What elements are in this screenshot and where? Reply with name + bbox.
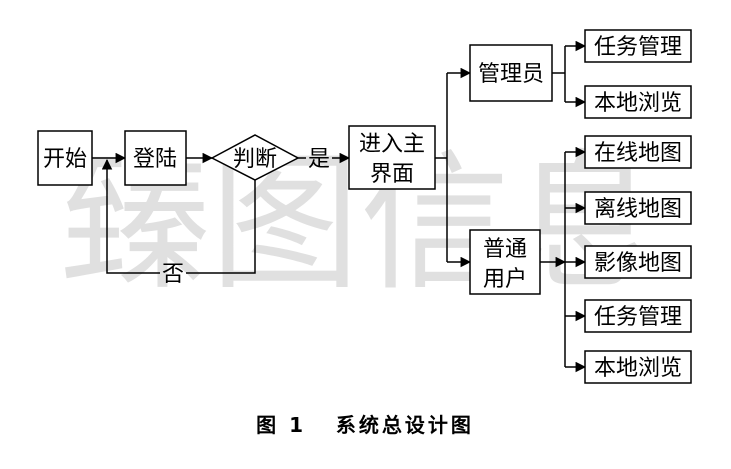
node-user-browse: 本地浏览 [584,350,692,384]
node-admin-task: 任务管理 [584,29,692,63]
figure-caption: 图 1 系统总设计图 [256,413,474,437]
node-judge: 判断 [210,134,300,181]
node-start: 开始 [37,130,93,186]
node-online-map: 在线地图 [584,135,692,169]
node-main-interface: 进入主 界面 [348,125,436,190]
node-login: 登陆 [124,130,187,186]
node-start-label: 开始 [43,147,87,172]
node-offline-map: 离线地图 [584,191,692,225]
node-admin-task-label: 任务管理 [594,35,682,60]
node-online-map-label: 在线地图 [594,141,682,166]
node-admin-label: 管理员 [478,62,544,87]
node-judge-label: 判断 [233,147,277,172]
node-user: 普通 用户 [469,229,541,295]
node-image-map: 影像地图 [584,245,692,279]
edge-yes-label: 是 [308,147,330,172]
line-judge-no [186,180,256,274]
node-admin-browse: 本地浏览 [584,85,692,119]
node-admin-browse-label: 本地浏览 [594,91,682,116]
edge-no-label: 否 [162,262,184,287]
node-main-label-line1: 进入主 [359,132,425,157]
node-user-task-label: 任务管理 [594,305,682,330]
arrow-no-to-login [101,158,160,274]
node-user-label-line2: 用户 [483,267,527,292]
node-offline-map-label: 离线地图 [594,197,682,222]
node-user-browse-label: 本地浏览 [594,356,682,381]
node-main-label-line2: 界面 [370,162,414,187]
node-user-label-line1: 普通 [483,237,527,262]
node-image-map-label: 影像地图 [594,251,682,276]
node-login-label: 登陆 [133,147,177,172]
node-admin: 管理员 [469,44,553,102]
node-user-task: 任务管理 [584,299,692,333]
